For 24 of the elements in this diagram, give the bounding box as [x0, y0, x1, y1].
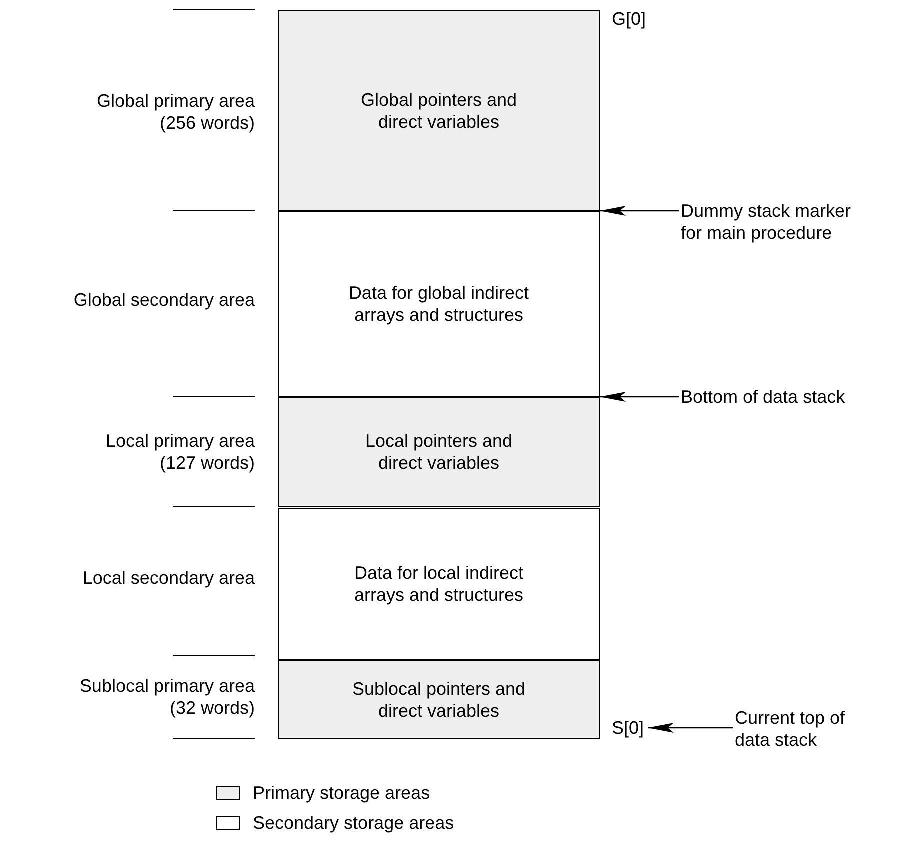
area-description: Data for global indirect arrays and structures	[348, 282, 530, 326]
memory-area-block	[278, 660, 600, 739]
pointer-label: S[0]	[612, 717, 646, 739]
arrow	[600, 206, 679, 216]
area-description: Sublocal pointers and direct variables	[351, 678, 527, 722]
area-label: Sublocal primary area (32 words)	[78, 675, 255, 719]
annotation-text: Dummy stack marker for main procedure	[681, 200, 867, 244]
area-description: Data for local indirect arrays and structures	[353, 562, 525, 606]
area-label: Local secondary area	[82, 567, 255, 589]
area-label: Local primary area (127 words)	[104, 430, 255, 474]
annotation-text: Current top of data stack	[735, 707, 860, 751]
area-description: Global pointers and direct variables	[360, 88, 518, 132]
area-label: Global primary area (256 words)	[96, 90, 255, 134]
legend-text: Primary storage areas	[253, 782, 430, 804]
arrow	[648, 723, 733, 733]
area-description: Local pointers and direct variables	[364, 430, 514, 474]
area-label: Global secondary area	[72, 289, 255, 311]
annotation-text: Bottom of data stack	[681, 386, 905, 408]
legend-text: Secondary storage areas	[253, 812, 454, 834]
memory-area-block	[278, 508, 600, 660]
arrow	[600, 392, 679, 402]
memory-area-block	[278, 397, 600, 507]
pointer-label: G[0]	[612, 8, 646, 30]
memory-area-block	[278, 211, 600, 397]
